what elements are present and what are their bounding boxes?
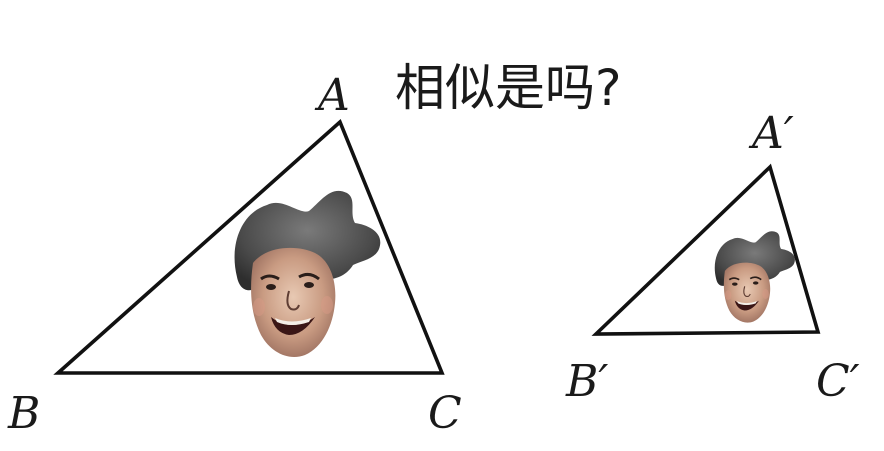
title-question: 相似是吗?: [395, 59, 622, 117]
vertex-label-c: C: [428, 388, 462, 439]
vertex-label-b-prime: B′: [565, 356, 608, 407]
vertex-label-c-prime: C′: [816, 356, 860, 407]
triangle-a-prime-outline: [591, 163, 821, 336]
triangle-abc: [53, 118, 445, 375]
vertex-label-a-prime: A′: [748, 108, 794, 159]
meme-face-small-picture: [713, 230, 796, 324]
vertex-label-b: B: [7, 388, 40, 439]
triangle-abc-outline: [53, 118, 445, 375]
vertex-label-a: A: [314, 70, 350, 121]
triangle-a-prime-b-prime-c-prime: [591, 163, 821, 336]
meme-face-large-picture: [233, 189, 382, 359]
